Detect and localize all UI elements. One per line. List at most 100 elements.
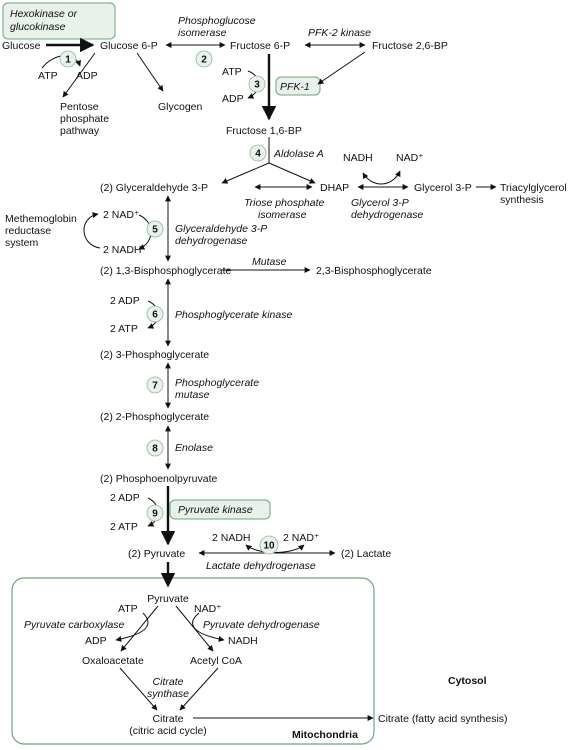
lactate-label: (2) Lactate bbox=[341, 548, 391, 560]
atp-adp-curve-mito bbox=[115, 612, 149, 642]
acetylcoa-to-citrate-arrow bbox=[179, 667, 219, 711]
nad-nadh-curve-mito bbox=[192, 612, 225, 642]
pgk-label: Phosphoglycerate kinase bbox=[175, 309, 292, 321]
svg-text:7: 7 bbox=[152, 381, 158, 392]
fructose-6p-label: Fructose 6-P bbox=[230, 40, 290, 52]
2adp-label-9: 2 ADP bbox=[110, 492, 140, 504]
aldolase-to-dhap-arrow bbox=[268, 162, 316, 184]
citrate-label: Citrate bbox=[153, 713, 184, 725]
step-badge-4: 4 bbox=[249, 144, 267, 162]
oxaloacetate-to-citrate-arrow bbox=[119, 667, 158, 711]
23bpg-label: 2,3-Bisphosphoglycerate bbox=[316, 265, 432, 277]
gapdh-label-line1: Glyceraldehyde 3-P bbox=[175, 223, 267, 235]
methemoglobin-label-line1: Methemoglobin bbox=[5, 213, 77, 225]
gapdh-label-line2: dehydrogenase bbox=[175, 235, 248, 247]
triacylglycerol-label-line2: synthesis bbox=[500, 194, 544, 206]
pyruvate-label: (2) Pyruvate bbox=[128, 548, 185, 560]
pyruvate-kinase-label: Pyruvate kinase bbox=[178, 504, 253, 516]
hexokinase-box bbox=[2, 2, 116, 40]
mitochondria-label: Mitochondria bbox=[292, 729, 358, 741]
svg-text:9: 9 bbox=[152, 509, 158, 520]
pgm-label-line1: Phosphoglycerate bbox=[175, 377, 259, 389]
svg-text:1: 1 bbox=[65, 55, 71, 66]
nadh-nad-curve bbox=[362, 170, 401, 185]
step-badge-9: 9 bbox=[146, 504, 164, 522]
nad-label-4: NAD⁺ bbox=[396, 152, 424, 164]
g3p-dehydrogenase-label-line2: dehydrogenase bbox=[351, 209, 424, 221]
glucose-label: Glucose bbox=[2, 40, 41, 52]
methemoglobin-label-line3: system bbox=[5, 237, 39, 249]
acetyl-coa-label: Acetyl CoA bbox=[190, 655, 242, 667]
step-badge-10: 10 bbox=[259, 535, 279, 555]
step-badge-7: 7 bbox=[146, 376, 164, 394]
pfk1-label: PFK-1 bbox=[280, 81, 310, 93]
2nadh-label-5: 2 NADH bbox=[103, 244, 142, 256]
adp-label-mito: ADP bbox=[85, 635, 107, 647]
glucose-6p-label: Glucose 6-P bbox=[100, 40, 158, 52]
step-badge-1: 1 bbox=[59, 50, 77, 68]
2nadh-label-10: 2 NADH bbox=[212, 532, 251, 544]
step-badge-2: 2 bbox=[195, 50, 213, 68]
citrate-fatty-acid-label: Citrate (fatty acid synthesis) bbox=[378, 713, 508, 725]
g6p-to-ppp-arrow bbox=[62, 52, 96, 98]
ldh-label: Lactate dehydrogenase bbox=[206, 560, 316, 572]
phosphoenolpyruvate-label: (2) Phosphoenolpyruvate bbox=[100, 473, 217, 485]
glycerol-3p-label: Glycerol 3-P bbox=[414, 182, 472, 194]
aldolase-label: Aldolase A bbox=[273, 148, 324, 160]
ppp-label-line2: phosphate bbox=[60, 113, 109, 125]
2nad-label-5: 2 NAD⁺ bbox=[103, 209, 140, 221]
nadh-label-mito: NADH bbox=[228, 635, 258, 647]
step-badge-6: 6 bbox=[146, 305, 164, 323]
pfk2-kinase-label: PFK-2 kinase bbox=[308, 27, 371, 39]
svg-text:8: 8 bbox=[152, 444, 158, 455]
oxaloacetate-label: Oxaloacetate bbox=[82, 655, 144, 667]
pdh-label: Pyruvate dehydrogenase bbox=[203, 619, 320, 631]
atp-label-1: ATP bbox=[38, 70, 58, 82]
pyruvate-carboxylase-label: Pyruvate carboxylase bbox=[24, 619, 125, 631]
svg-text:6: 6 bbox=[152, 310, 158, 321]
2atp-label-6: 2 ATP bbox=[110, 323, 138, 335]
step-badge-3: 3 bbox=[248, 75, 266, 93]
pgm-label-line2: mutase bbox=[175, 389, 210, 401]
2atp-label-9: 2 ATP bbox=[110, 521, 138, 533]
hexokinase-label-line2: glucokinase bbox=[10, 21, 66, 33]
phosphoglucose-label-line2: isomerase bbox=[178, 27, 227, 39]
2adp-label-6: 2 ADP bbox=[110, 295, 140, 307]
mutase-label: Mutase bbox=[252, 256, 287, 268]
g6p-to-glycogen-arrow bbox=[136, 52, 164, 92]
enolase-label: Enolase bbox=[175, 442, 213, 454]
step-badge-5: 5 bbox=[146, 220, 164, 238]
triose-isomerase-label-line2: isomerase bbox=[258, 209, 307, 221]
2nad-label-10: 2 NAD⁺ bbox=[283, 532, 320, 544]
svg-text:3: 3 bbox=[254, 80, 260, 91]
g3p-dehydrogenase-label-line1: Glycerol 3-P bbox=[351, 197, 409, 209]
citrate-synthase-label-line2: synthase bbox=[147, 688, 189, 700]
svg-text:2: 2 bbox=[201, 55, 207, 66]
fructose-16bp-label: Fructose 1,6-BP bbox=[226, 125, 302, 137]
pyruvate-to-oxaloacetate-arrow bbox=[120, 605, 159, 652]
methemoglobin-curve bbox=[83, 212, 101, 249]
ppp-label-line1: Pentose bbox=[60, 101, 99, 113]
citrate-synthase-label-line1: Citrate bbox=[153, 676, 184, 688]
fructose-26bp-label: Fructose 2,6-BP bbox=[372, 40, 448, 52]
nadh-nad-curve-10 bbox=[245, 544, 305, 553]
aldolase-to-gap-arrow bbox=[221, 162, 270, 184]
mito-pyruvate-label: Pyruvate bbox=[147, 593, 189, 605]
nadh-label-4: NADH bbox=[343, 152, 373, 164]
atp-label-3: ATP bbox=[222, 66, 242, 78]
adp-label-3: ADP bbox=[222, 93, 244, 105]
adp-label-1: ADP bbox=[76, 70, 98, 82]
bisphosphoglycerate-label: (2) 1,3-Bisphosphoglycerate bbox=[100, 265, 231, 277]
mitochondria-box bbox=[11, 577, 375, 745]
2-phosphoglycerate-label: (2) 2-Phosphoglycerate bbox=[100, 411, 209, 423]
f26bp-activates-pfk1-arrow bbox=[317, 51, 366, 85]
glycogen-label: Glycogen bbox=[158, 101, 203, 113]
atp-label-mito: ATP bbox=[118, 603, 138, 615]
phosphoglucose-label-line1: Phosphoglucose bbox=[178, 15, 256, 27]
svg-text:10: 10 bbox=[263, 541, 275, 552]
cytosol-label: Cytosol bbox=[448, 675, 487, 687]
step-badge-8: 8 bbox=[146, 439, 164, 457]
triose-isomerase-label-line1: Triose phosphate bbox=[244, 197, 325, 209]
